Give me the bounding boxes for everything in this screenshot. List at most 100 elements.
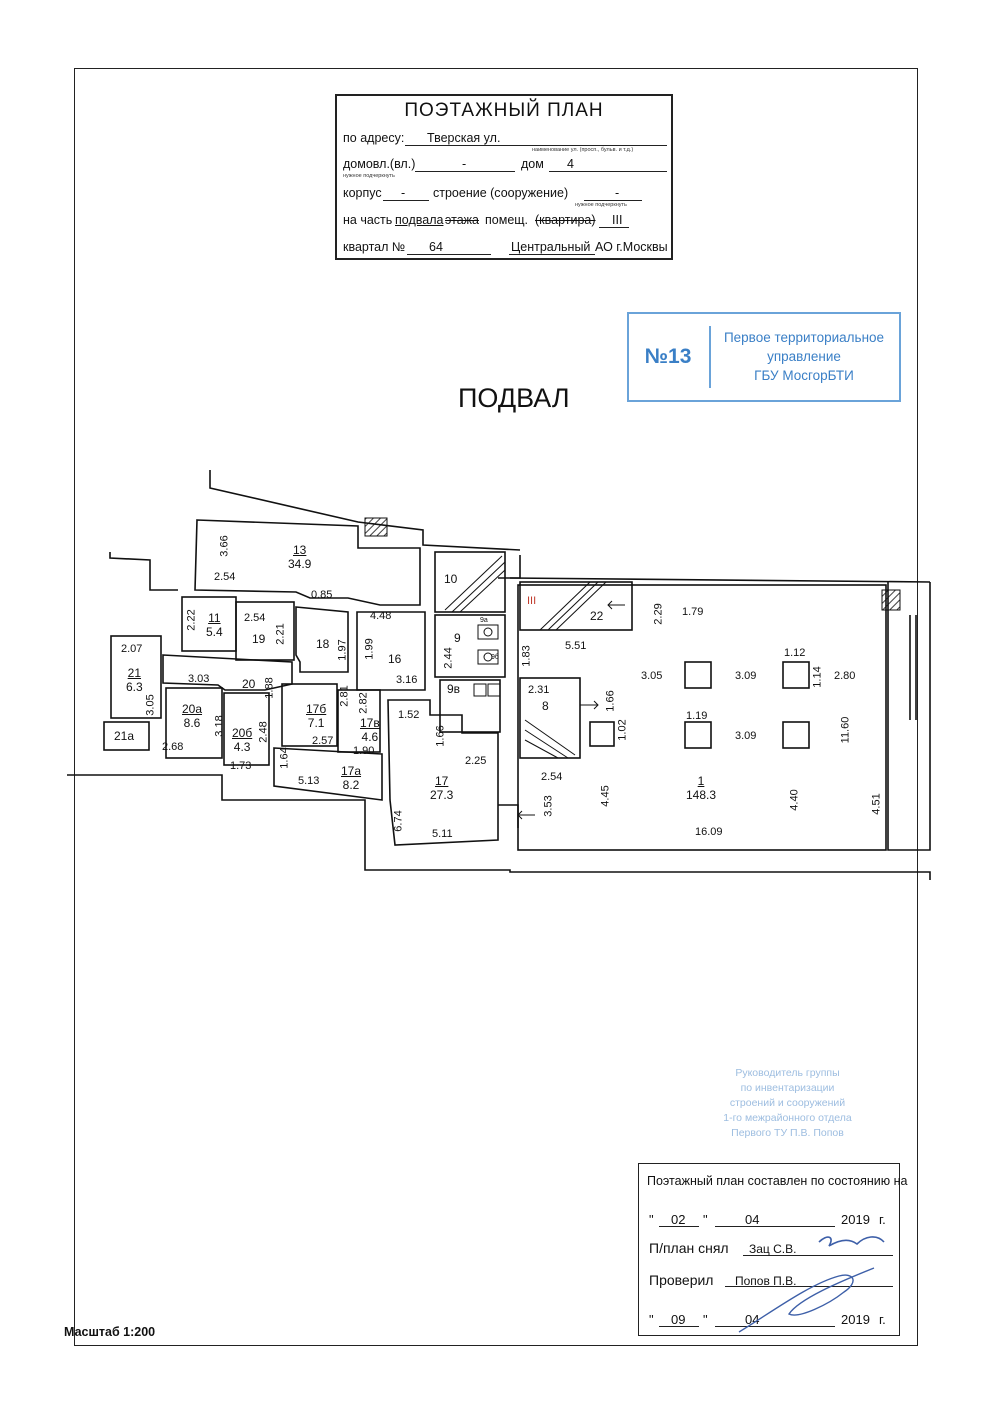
kvartal-label: квартал № <box>343 240 406 254</box>
dim: 5.11 <box>432 828 453 840</box>
room-18: 18 <box>316 637 330 651</box>
dim: 11.60 <box>839 716 852 744</box>
dim: 3.03 <box>188 673 210 685</box>
floor-title: ПОДВАЛ <box>458 383 570 413</box>
plan-title: ПОЭТАЖНЫЙ ПЛАН <box>404 100 604 121</box>
part-label: на часть <box>343 213 393 227</box>
room-10: 10 <box>444 572 458 586</box>
dim: 1.19 <box>686 710 708 722</box>
korpus-value: - <box>401 186 406 200</box>
dim: 1.79 <box>682 606 704 618</box>
faded-signature-stamp: Руководитель группы по инвентаризации ст… <box>723 1067 852 1139</box>
dim: 1.73 <box>230 760 252 772</box>
dim: 3.16 <box>396 674 418 686</box>
page-frame <box>74 68 918 1346</box>
room-22: 22 <box>590 609 604 623</box>
surveyed-value: Зац С.В. <box>749 1242 797 1256</box>
dim: 1.64 <box>278 747 291 769</box>
door-arrows <box>517 600 625 820</box>
dim: 1.66 <box>604 690 617 712</box>
address-label: по адресу: <box>343 131 405 145</box>
korpus-label: корпус <box>343 186 382 200</box>
kvartal-value: 64 <box>429 240 443 254</box>
room-9a: 9а <box>480 617 488 624</box>
stroenie-label: строение (сооружение) <box>433 186 569 200</box>
dim: 2.54 <box>541 771 563 783</box>
dim: 2.44 <box>442 647 455 669</box>
dim: 4.40 <box>788 789 801 811</box>
dim: 2.07 <box>121 643 143 655</box>
dim: 4.51 <box>870 793 883 815</box>
room-16: 16 <box>388 652 402 666</box>
date2-month: 04 <box>745 1312 760 1327</box>
date2-day: 09 <box>671 1312 686 1327</box>
part-value: III <box>612 213 623 227</box>
dim: 2.22 <box>185 609 198 631</box>
domovl-value: - <box>462 157 467 171</box>
dim: 1.12 <box>784 647 806 659</box>
surveyed-label: П/план снял <box>649 1240 729 1256</box>
domovl-label: домовл.(вл.) <box>343 157 416 171</box>
dim: 1.66 <box>434 725 447 747</box>
dim: 3.18 <box>213 715 226 737</box>
dim: 2.21 <box>274 623 287 645</box>
district-name: Центральный <box>511 240 591 254</box>
domovl-hint: нужное подчеркнуть <box>343 173 395 179</box>
hatched-wall-2 <box>881 589 901 611</box>
dim: 2.82 <box>357 692 370 714</box>
part-etazh: этажа <box>445 213 479 227</box>
dim: 2.54 <box>214 571 236 583</box>
district-suffix: АО г.Москвы <box>595 240 668 254</box>
dim: 1.97 <box>336 639 349 661</box>
dim: 16.09 <box>695 826 723 838</box>
room-19: 19 <box>252 632 266 646</box>
room-9v: 9в <box>447 682 461 696</box>
dim: 6.74 <box>392 810 405 832</box>
room-9b: 9б <box>491 654 499 661</box>
dim: 2.31 <box>528 684 550 696</box>
bti-stamp: №13 Первое территориальное управление ГБ… <box>627 312 901 402</box>
date1-month: 04 <box>745 1212 760 1227</box>
dim: 1.88 <box>263 677 276 699</box>
address-hint: наименование ул. (просп., бульв. и т.д.) <box>532 147 634 153</box>
plan-header-form: ПОЭТАЖНЫЙ ПЛАН по адресу: Тверская ул. н… <box>335 94 673 260</box>
date1-day: 02 <box>671 1212 686 1227</box>
dim: 2.57 <box>312 735 334 747</box>
stamp-number: №13 <box>644 345 692 368</box>
stair-steps <box>444 555 607 759</box>
checked-value: Попов П.В. <box>735 1274 797 1288</box>
part-kvartira: (квартира) <box>535 213 596 227</box>
dim: 2.54 <box>244 612 266 624</box>
scale-label: Масштаб 1:200 <box>64 1325 156 1339</box>
dim: 5.51 <box>565 640 587 652</box>
room-20: 20 <box>242 677 256 691</box>
dim: 5.13 <box>298 775 320 787</box>
dim: 3.05 <box>144 694 157 716</box>
part-podval: подвала <box>395 213 444 227</box>
dom-label: дом <box>521 157 544 171</box>
dim: 3.05 <box>641 670 663 682</box>
stroenie-value: - <box>615 186 620 200</box>
part-pomesh: помещ. <box>485 213 529 227</box>
checked-label: Проверил <box>649 1272 714 1288</box>
dim: 2.68 <box>162 741 184 753</box>
room-9: 9 <box>454 631 461 645</box>
dim: 2.25 <box>465 755 487 767</box>
dim: 2.81 <box>338 685 351 707</box>
dim: 3.66 <box>218 535 231 557</box>
stamp-text: Первое территориальное управление ГБУ Мо… <box>723 330 885 383</box>
state-title: Поэтажный план составлен по состоянию на <box>647 1174 908 1188</box>
room-8: 8 <box>542 699 549 713</box>
date2-year: 2019 <box>841 1312 870 1327</box>
dim: 1.83 <box>520 645 533 667</box>
address-value: Тверская ул. <box>427 131 501 145</box>
hatched-wall-1 <box>364 517 388 537</box>
dim: 4.48 <box>370 610 392 622</box>
